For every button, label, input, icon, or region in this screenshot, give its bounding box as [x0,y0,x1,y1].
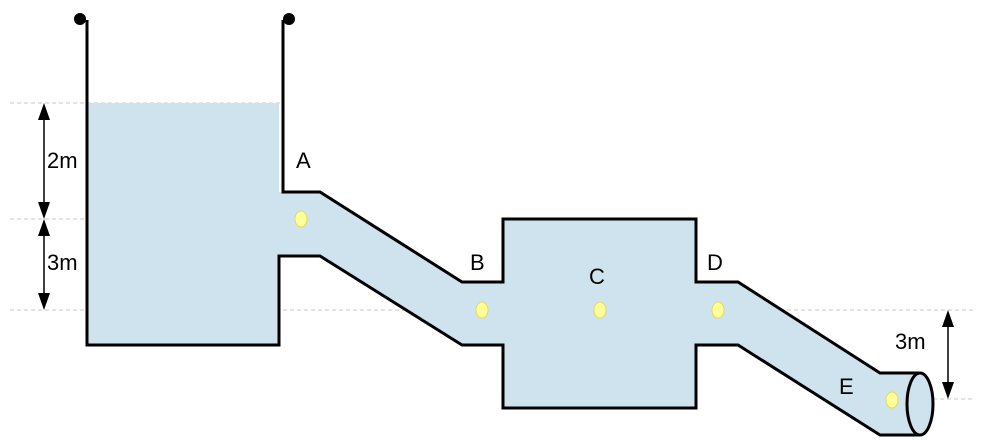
tank-and-pipe-outline [74,13,935,437]
text-labels: 2m 3m 3m A B C D E [47,148,926,399]
tank-outline-upper [85,20,920,437]
point-c-label: C [589,264,605,289]
marker-point-e [885,391,899,409]
point-e-label: E [839,374,854,399]
outlet-drop-arrowhead-top [942,310,954,327]
lower-height-arrowhead-bottom [38,293,50,310]
upper-height-label: 2m [47,148,78,173]
lower-height-arrowhead-top [38,219,50,236]
upper-height-arrowhead-top [38,103,50,120]
marker-point-b [475,301,489,319]
point-a-label: A [296,148,311,173]
tank-wall-left-cap [74,13,86,25]
lower-height-label: 3m [47,250,78,275]
marker-point-d [711,301,725,319]
tank-wall-right-cap [283,13,295,25]
tank-outline-lower [281,20,920,375]
outlet-drop-arrowhead-bottom [942,382,954,399]
point-d-label: D [707,250,723,275]
measurement-points [294,210,899,409]
marker-point-a [294,210,308,228]
dimension-arrows [38,103,954,399]
pipe-outlet-ellipse [905,371,935,437]
marker-point-c [593,301,607,319]
upper-height-arrowhead-bottom [38,202,50,219]
outlet-drop-label: 3m [895,329,926,354]
point-b-label: B [470,250,485,275]
